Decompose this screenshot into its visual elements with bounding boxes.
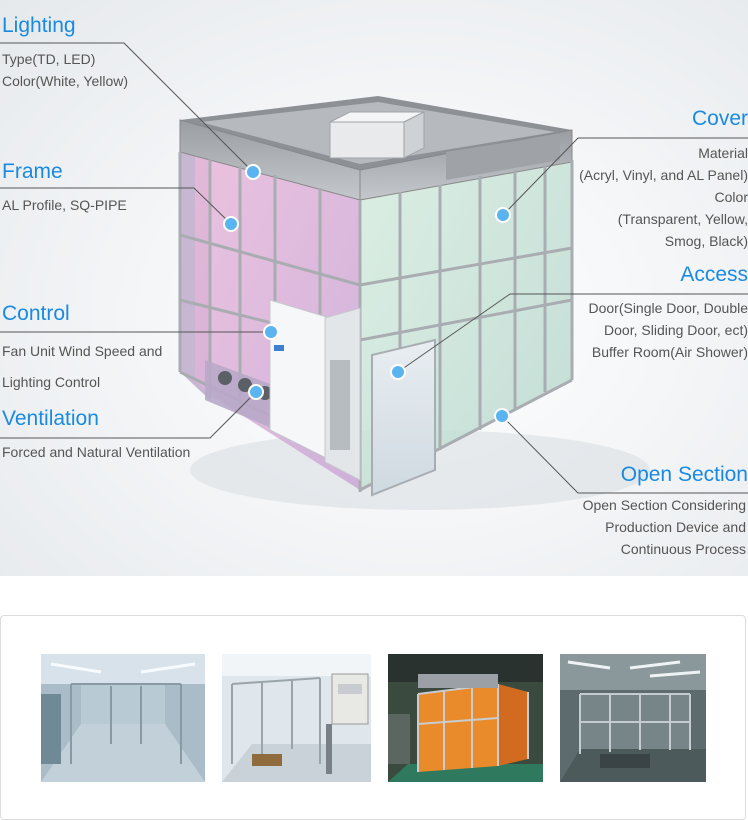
control-desc: Fan Unit Wind Speed and Lighting Control [2,336,162,398]
lighting-desc: Type(TD, LED) Color(White, Yellow) [2,48,128,92]
clean-booth-photo-4 [560,654,706,782]
cover-desc: Material (Acryl, Vinyl, and AL Panel) Co… [579,142,748,252]
cover-desc-line: (Acryl, Vinyl, and AL Panel) [579,167,748,183]
access-title: Access [680,263,748,286]
cover-desc-line: (Transparent, Yellow, [617,211,748,227]
lighting-desc-line: Type(TD, LED) [2,51,96,67]
cover-desc-line: Smog, Black) [664,233,748,249]
frame-marker [223,216,239,232]
frame-title: Frame [2,160,63,183]
frame-desc-line: AL Profile, SQ-PIPE [2,197,127,213]
clean-booth-photo-3 [388,654,543,782]
access-marker [390,364,406,380]
open-section-desc-line: Production Device and [605,519,746,535]
cover-desc-line: Material [698,145,748,161]
lighting-marker [245,164,261,180]
access-desc-line: Buffer Room(Air Shower) [591,344,748,360]
lighting-title: Lighting [2,14,76,37]
open-section-desc-line: Continuous Process [620,541,746,557]
ventilation-desc-line: Forced and Natural Ventilation [2,444,191,460]
open-section-marker [494,408,510,424]
cover-desc-line: Color [714,189,748,205]
access-desc: Door(Single Door, Double Door, Sliding D… [588,297,748,363]
open-section-title: Open Section [620,463,748,486]
cover-title: Cover [691,107,748,130]
control-marker [263,324,279,340]
control-desc-line: Lighting Control [2,374,101,390]
ventilation-marker [248,384,264,400]
clean-booth-photo-1 [41,654,205,782]
clean-booth-illustration [0,42,748,510]
ventilation-title: Ventilation [2,407,99,430]
frame-desc: AL Profile, SQ-PIPE [2,194,127,216]
control-title: Control [2,302,70,325]
open-section-desc-line: Open Section Considering [582,497,746,513]
cover-marker [495,207,511,223]
lighting-desc-line: Color(White, Yellow) [2,73,129,89]
open-section-desc: Open Section Considering Production Devi… [583,494,746,560]
photo-gallery [0,615,746,820]
access-desc-line: Door, Sliding Door, ect) [604,322,748,338]
feature-diagram: Lighting Type(TD, LED) Color(White, Yell… [0,0,748,576]
ventilation-desc: Forced and Natural Ventilation [2,441,190,463]
control-desc-line: Fan Unit Wind Speed and [2,343,163,359]
clean-booth-photo-2 [222,654,371,782]
access-desc-line: Door(Single Door, Double [588,300,748,316]
